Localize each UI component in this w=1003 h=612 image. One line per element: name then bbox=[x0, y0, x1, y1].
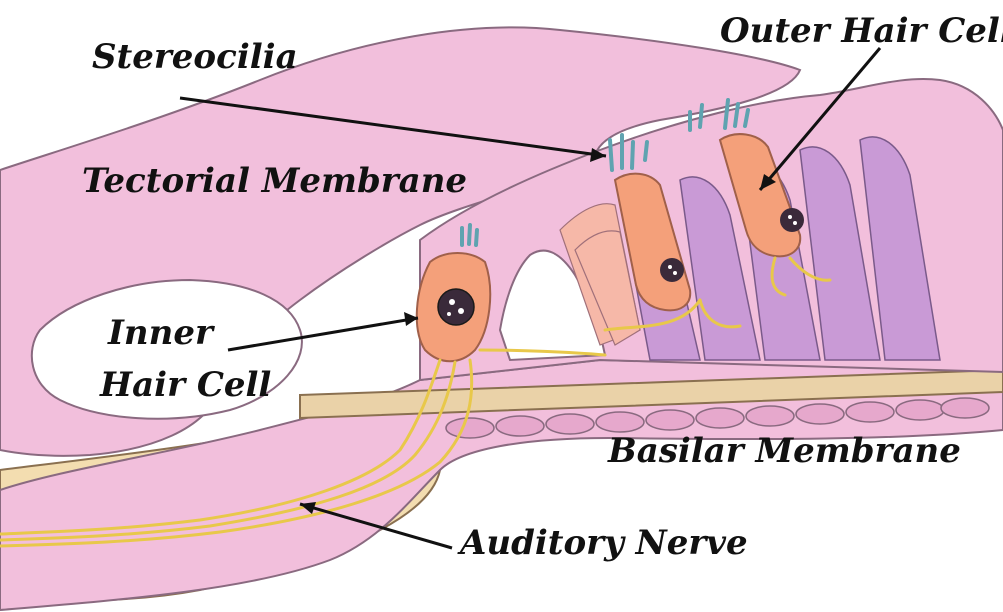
inner-hair-cell bbox=[417, 253, 490, 361]
label-outer-hair-cell: Outer Hair Cell bbox=[720, 14, 1003, 48]
label-basilar-membrane: Basilar Membrane bbox=[608, 434, 961, 468]
label-auditory-nerve: Auditory Nerve bbox=[460, 526, 748, 560]
label-stereocilia: Stereocilia bbox=[92, 40, 298, 74]
label-inner-hair-cell-line2: Hair Cell bbox=[100, 368, 271, 402]
label-tectorial-membrane: Tectorial Membrane bbox=[82, 164, 467, 198]
label-inner-hair-cell-line1: Inner bbox=[108, 316, 213, 350]
